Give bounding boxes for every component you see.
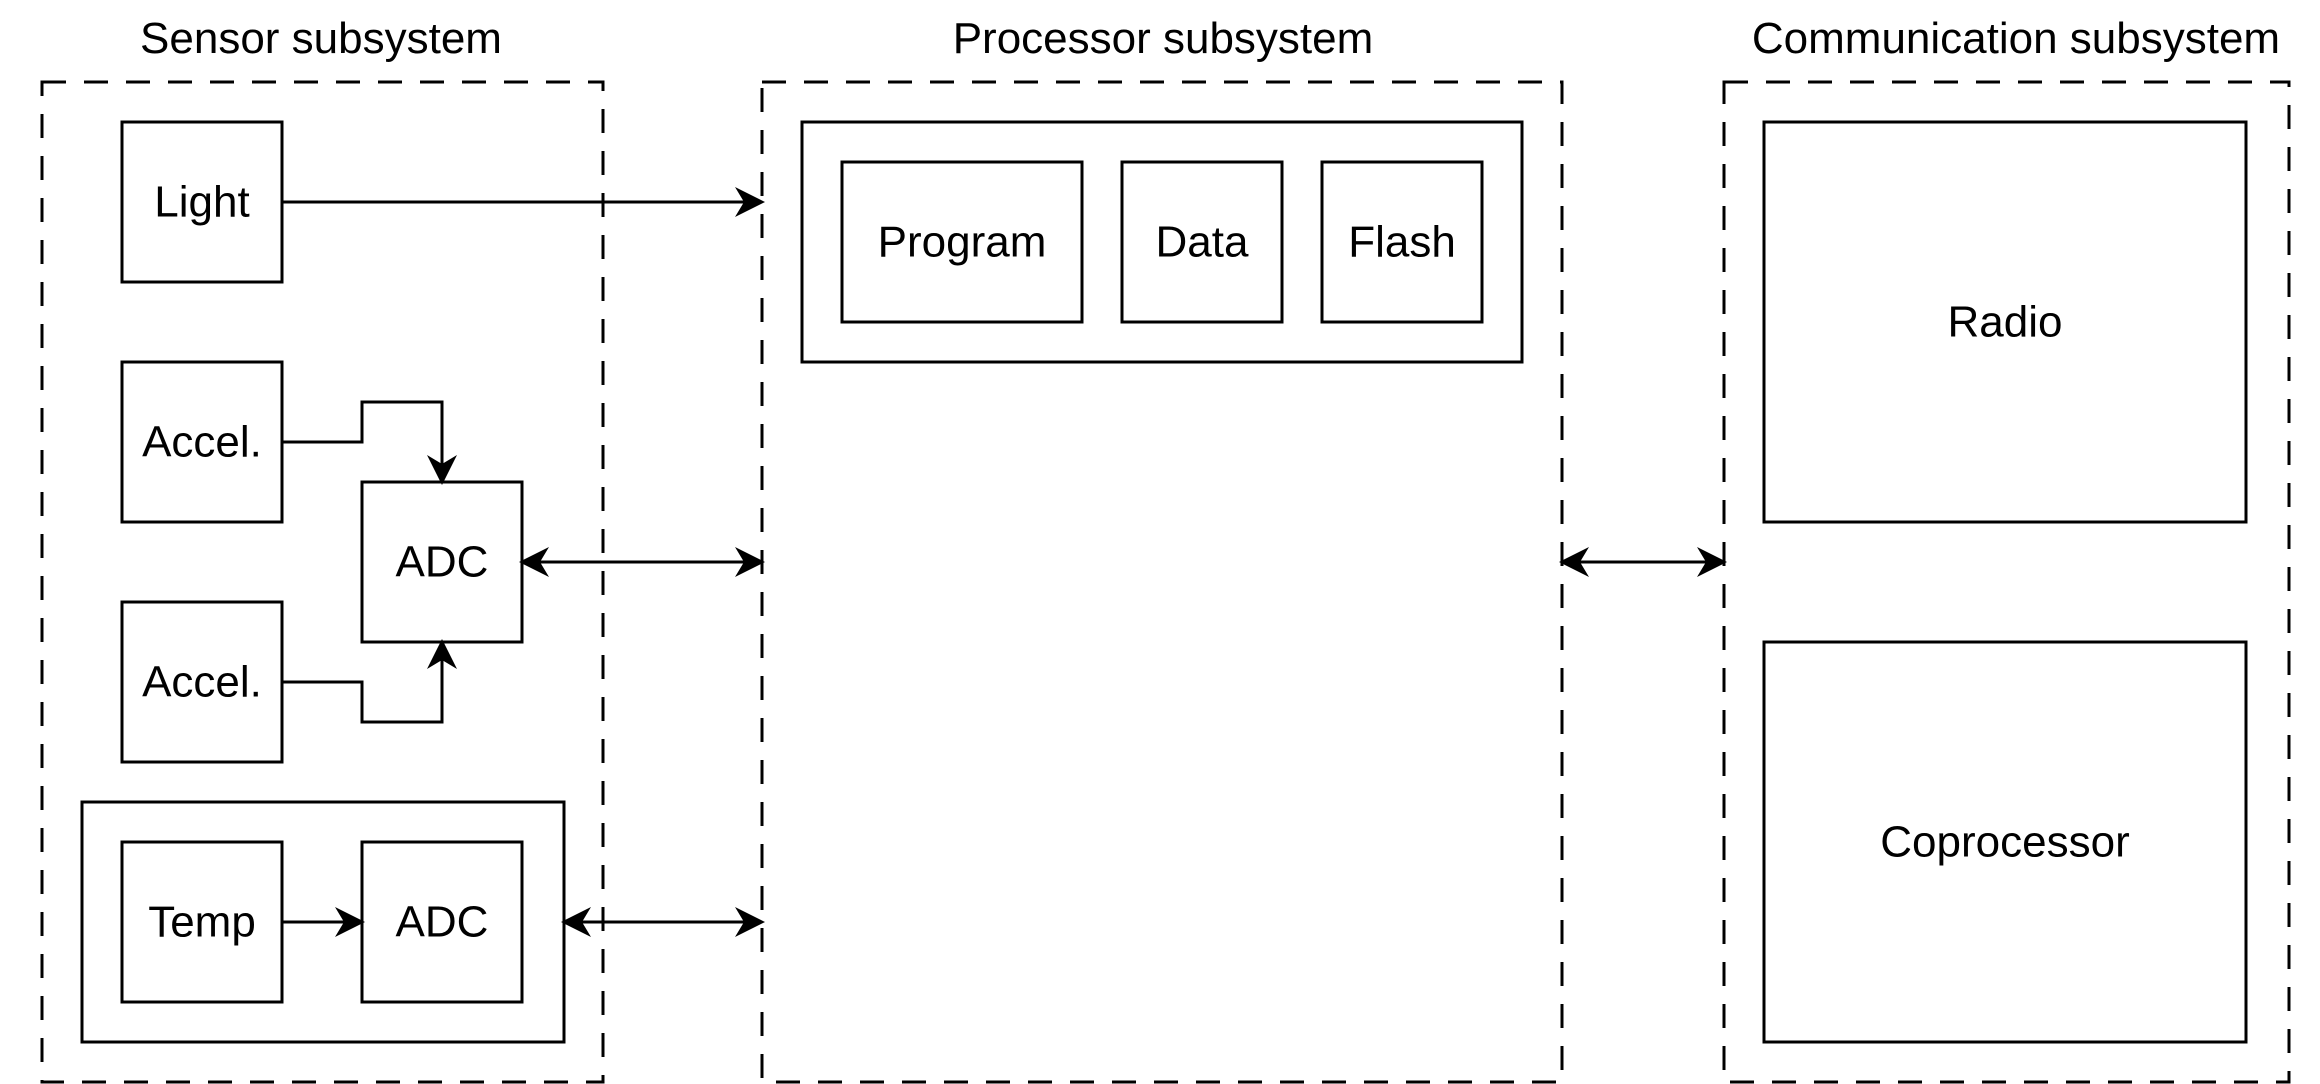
accel-bottom-to-adc-arrow bbox=[282, 639, 457, 724]
coprocessor-box bbox=[1762, 640, 2248, 1044]
flash-memory-box bbox=[1320, 160, 1484, 324]
accel-top-to-adc-arrow bbox=[282, 400, 457, 485]
accel-top-label: Accel. bbox=[142, 418, 262, 467]
accel-bottom-label: Accel. bbox=[142, 658, 262, 707]
coprocessor-label: Coprocessor bbox=[1880, 818, 2129, 867]
sensor-subsystem-frame bbox=[40, 80, 605, 1084]
sensor-subsystem-title: Sensor subsystem bbox=[140, 14, 502, 63]
processor-subsystem-title: Processor subsystem bbox=[953, 14, 1374, 63]
program-memory-box bbox=[840, 160, 1084, 324]
light-sensor-label: Light bbox=[154, 178, 249, 227]
communication-subsystem-title: Communication subsystem bbox=[1752, 14, 2280, 63]
adc-temp-label: ADC bbox=[396, 898, 489, 947]
program-memory-label: Program bbox=[878, 218, 1047, 267]
data-memory-box bbox=[1120, 160, 1284, 324]
accel-top-box bbox=[120, 360, 284, 524]
adc-shared-label: ADC bbox=[396, 538, 489, 587]
data-memory-label: Data bbox=[1156, 218, 1249, 267]
processor-subsystem-frame bbox=[760, 80, 1564, 1084]
temp-sensor-box bbox=[120, 840, 284, 1004]
temp-sensor-label: Temp bbox=[148, 898, 256, 947]
radio-label: Radio bbox=[1948, 298, 2063, 347]
flash-memory-label: Flash bbox=[1348, 218, 1456, 267]
adc-temp-box bbox=[360, 840, 524, 1004]
communication-subsystem-frame bbox=[1722, 80, 2291, 1084]
radio-box bbox=[1762, 120, 2248, 524]
